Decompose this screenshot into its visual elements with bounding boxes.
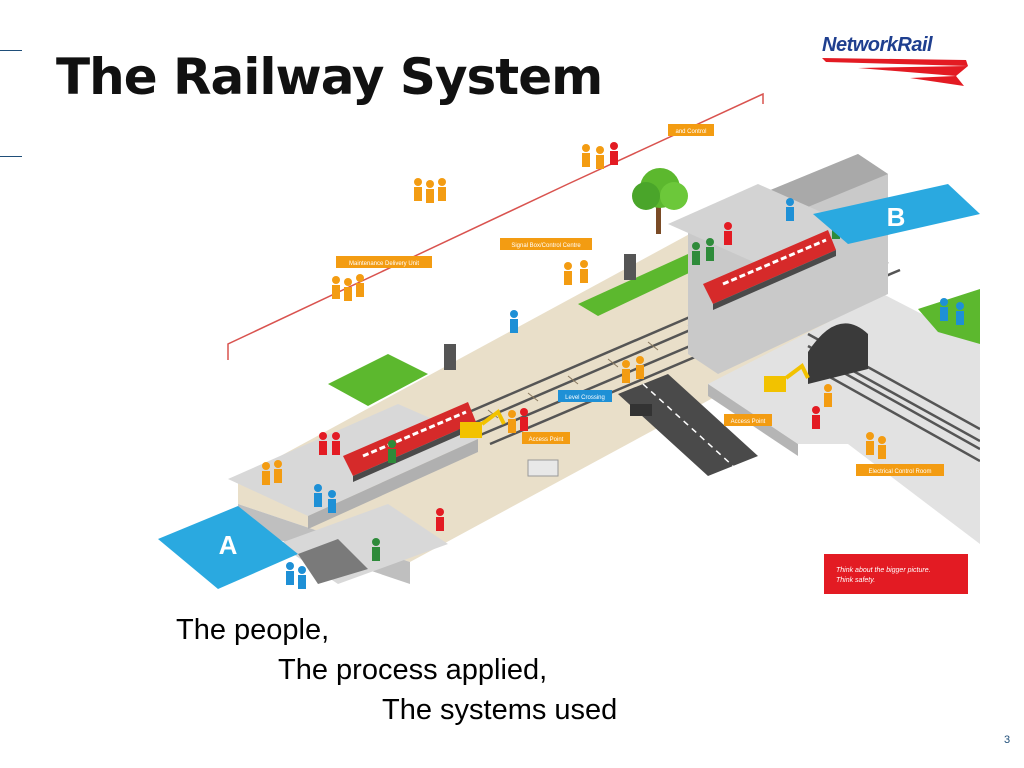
right-area-slab xyxy=(708,294,980,544)
label-maintenance-delivery-unit: Maintenance Delivery Unit xyxy=(336,256,432,268)
svg-text:Signal Box/Control Centre: Signal Box/Control Centre xyxy=(511,243,581,249)
caption-line-people: The people, xyxy=(176,614,330,646)
caption-line-process: The process applied, xyxy=(278,654,548,686)
grass-patch xyxy=(578,254,708,316)
svg-text:B: B xyxy=(887,202,906,232)
svg-text:Electrical Control Room: Electrical Control Room xyxy=(868,469,931,475)
grass-patch xyxy=(328,354,428,406)
svg-text:Access Point: Access Point xyxy=(529,437,564,443)
railway-system-illustration: and Control Maintenance Delivery Unit Si… xyxy=(158,92,980,594)
digger-icon xyxy=(764,362,810,392)
margin-rule-top xyxy=(0,50,22,51)
svg-text:Think about the bigger picture: Think about the bigger picture. xyxy=(836,567,931,574)
svg-text:Level Crossing: Level Crossing xyxy=(565,395,605,401)
label-level-crossing: Level Crossing xyxy=(558,390,612,402)
svg-text:Access Point: Access Point xyxy=(731,419,766,425)
train-right xyxy=(703,230,836,310)
logo-chevrons-icon xyxy=(822,58,968,86)
svg-text:Maintenance Delivery Unit: Maintenance Delivery Unit xyxy=(349,261,419,267)
slide-title: The Railway System xyxy=(56,48,603,106)
tunnel-portal xyxy=(808,323,868,384)
label-signal-box: Signal Box/Control Centre xyxy=(500,238,592,250)
margin-rule-bottom xyxy=(0,156,22,157)
safety-notice: Think about the bigger picture. Think sa… xyxy=(824,554,968,594)
network-rail-logo: NetworkRail xyxy=(818,34,978,90)
grass-patch xyxy=(918,289,980,344)
svg-text:and Control: and Control xyxy=(675,129,706,135)
page-number: 3 xyxy=(1004,734,1011,746)
station-sign-a: A xyxy=(158,506,298,589)
van-icon xyxy=(527,459,559,477)
station-sign-b: B xyxy=(813,184,980,244)
label-control: and Control xyxy=(668,124,714,136)
logo-text: NetworkRail xyxy=(822,34,933,56)
svg-text:A: A xyxy=(219,530,238,560)
train-left xyxy=(343,402,476,482)
car-icon xyxy=(630,404,652,416)
signal-post xyxy=(624,254,636,280)
control-link-line xyxy=(227,92,764,360)
digger-icon xyxy=(460,408,506,438)
label-electrical-control-room: Electrical Control Room xyxy=(856,464,944,476)
label-access-point: Access Point xyxy=(724,414,772,426)
caption-line-systems: The systems used xyxy=(382,694,618,726)
escalator xyxy=(298,539,368,584)
signal-post xyxy=(444,344,456,370)
label-access-point: Access Point xyxy=(522,432,570,444)
svg-text:Think safety.: Think safety. xyxy=(836,577,875,584)
